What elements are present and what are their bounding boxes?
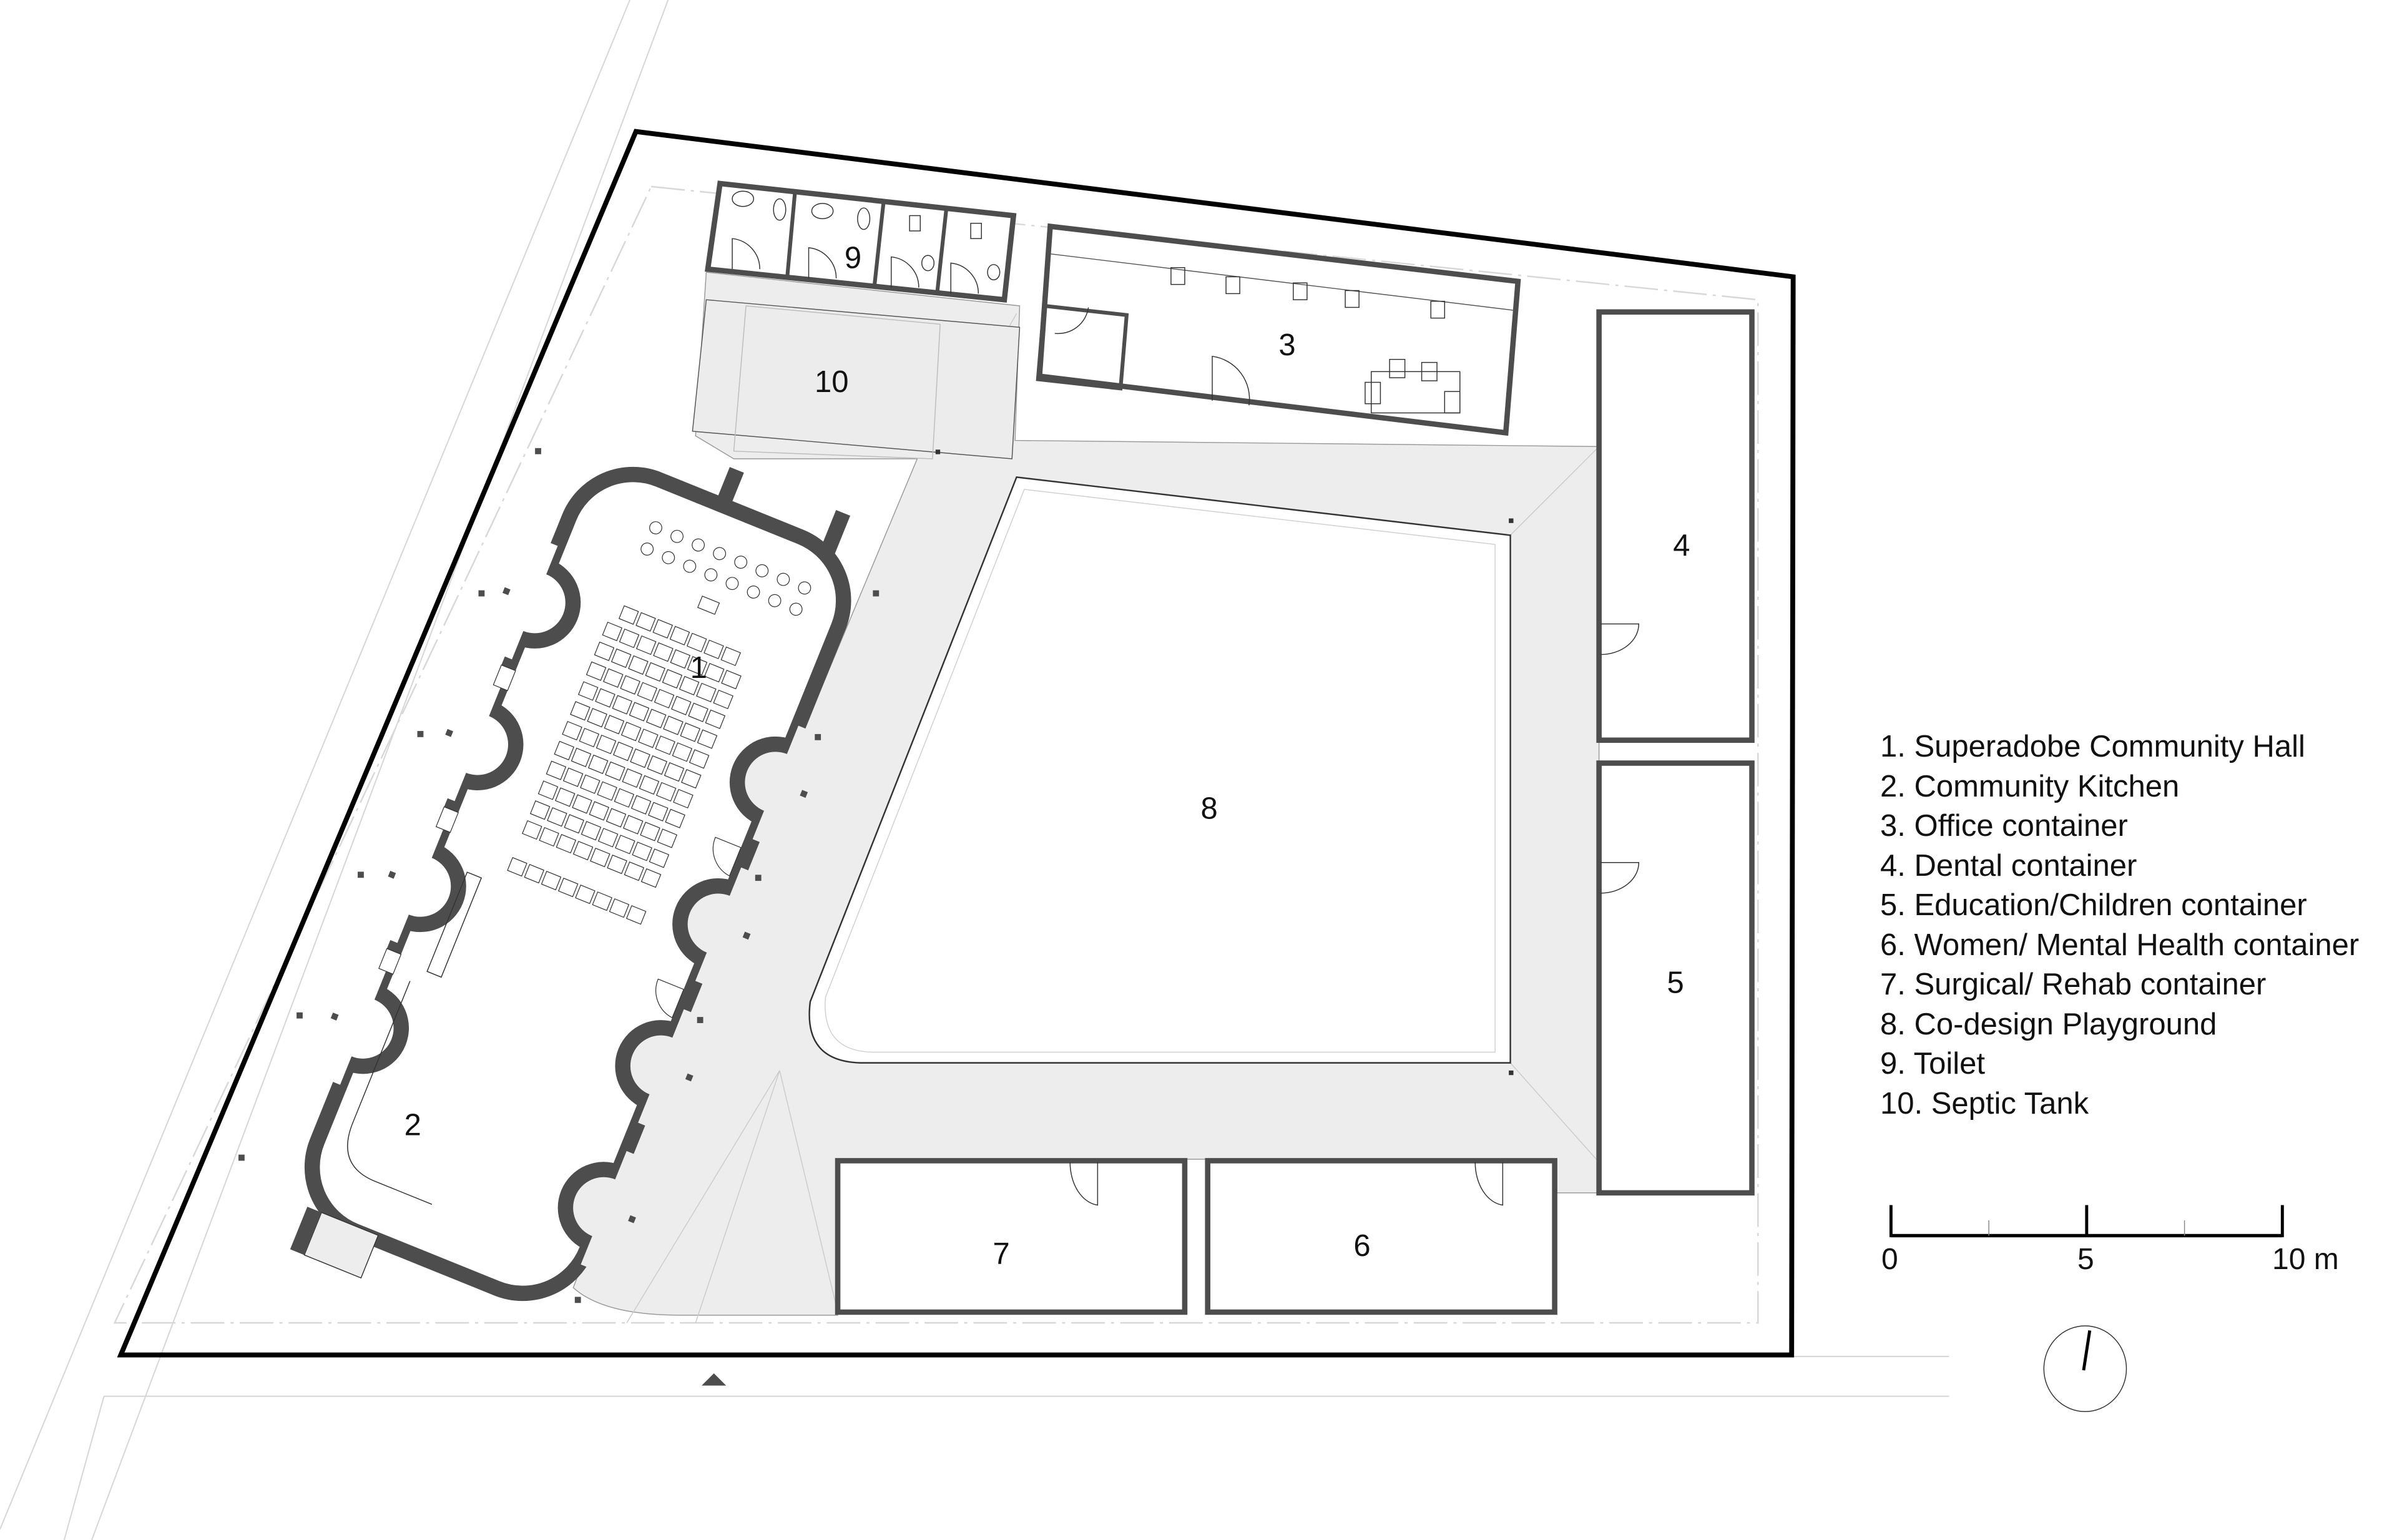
legend: 1. Superadobe Community Hall 2. Communit…	[1880, 727, 2359, 1124]
women-mental-health-container	[1205, 1158, 1557, 1315]
legend-item: 3. Office container	[1880, 809, 2128, 843]
entrance-triangle-icon	[702, 1373, 727, 1386]
legend-item: 2. Community Kitchen	[1880, 769, 2180, 803]
septic-tank	[692, 299, 1021, 459]
legend-item: 7. Surgical/ Rehab container	[1880, 968, 2267, 1001]
room-number-1: 1	[690, 651, 707, 685]
co-design-playground	[808, 476, 1514, 1076]
room-number-4: 4	[1673, 529, 1690, 562]
north-arrow-icon	[2043, 1325, 2127, 1412]
hall-chairs	[507, 605, 742, 925]
room-number-8: 8	[1201, 792, 1218, 825]
community-hall	[283, 466, 855, 1302]
room-number-6: 6	[1353, 1229, 1370, 1263]
dental-container	[1596, 309, 1755, 743]
scale-label-5: 5	[2077, 1243, 2094, 1276]
room-number-3: 3	[1278, 328, 1295, 362]
scallops-left	[283, 522, 581, 1085]
setback-line	[113, 185, 1759, 1324]
kitchen-steps	[303, 1212, 379, 1279]
room-number-5: 5	[1667, 966, 1684, 1000]
room-number-2: 2	[404, 1108, 421, 1142]
surgical-rehab-container	[835, 1158, 1188, 1315]
site-boundary	[117, 129, 1796, 1358]
legend-item: 1. Superadobe Community Hall	[1880, 730, 2305, 763]
column-posts	[238, 448, 880, 1303]
scallops-right	[557, 725, 855, 1288]
scale-label-10m: 10 m	[2272, 1243, 2339, 1276]
scale-label-0: 0	[1881, 1243, 1898, 1276]
room-number-10: 10	[815, 365, 848, 399]
legend-item: 8. Co-design Playground	[1880, 1007, 2217, 1041]
toilet-block	[705, 180, 1017, 303]
scale-bar	[1889, 1205, 2284, 1238]
office-container	[1036, 223, 1521, 436]
room-number-7: 7	[993, 1237, 1009, 1270]
post-marker	[935, 449, 941, 454]
kitchen-counter	[426, 871, 483, 978]
legend-item: 6. Women/ Mental Health container	[1880, 928, 2360, 962]
room-numbers: 1 2 3 4 5 6 7 8 9 10	[404, 241, 1690, 1270]
legend-item: 5. Education/Children container	[1880, 888, 2307, 922]
legend-item: 9. Toilet	[1880, 1047, 1985, 1081]
education-children-container	[1596, 760, 1755, 1196]
audience-figures	[640, 521, 811, 616]
legend-item: 10. Septic Tank	[1880, 1086, 2089, 1121]
room-number-9: 9	[845, 241, 861, 275]
legend-item: 4. Dental container	[1880, 848, 2137, 883]
